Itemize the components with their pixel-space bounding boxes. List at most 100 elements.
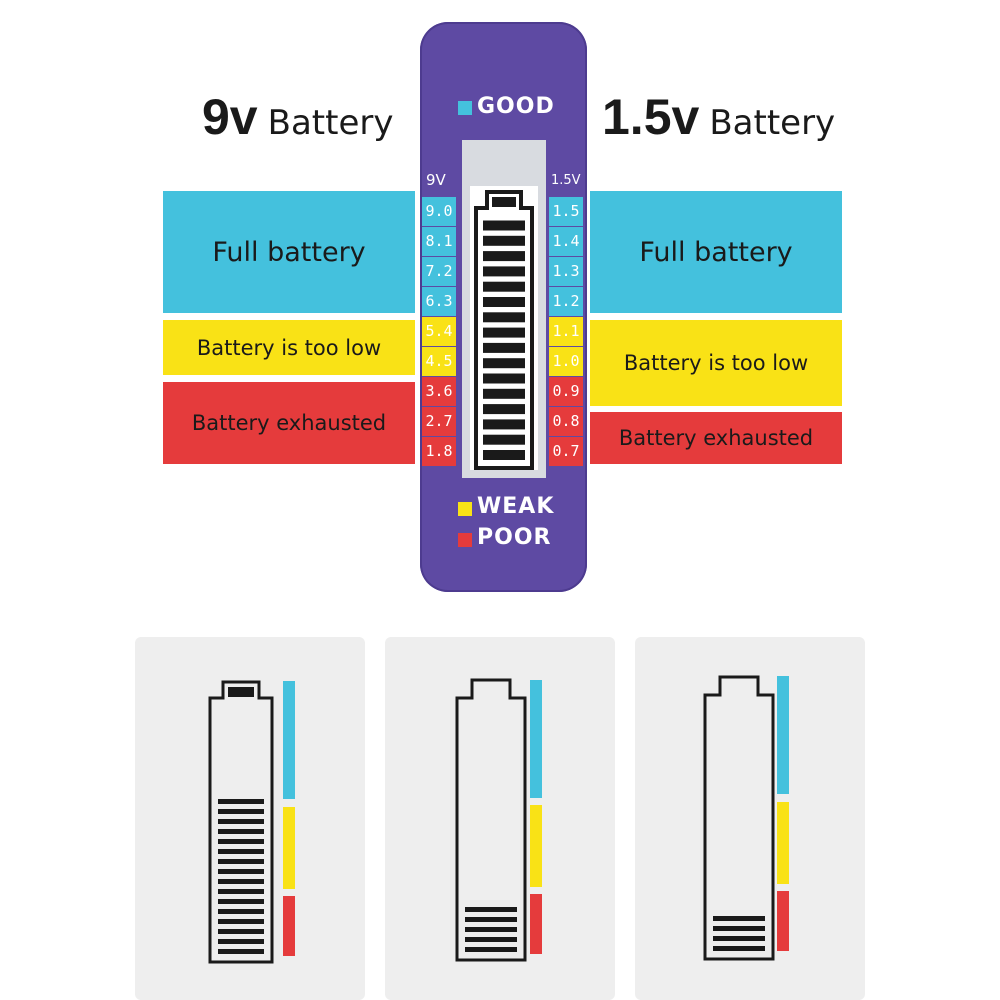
battery-segment [218,849,264,854]
right-band-low-label: Battery is too low [623,351,809,375]
battery-segment [218,839,264,844]
level-bar-poor [530,894,542,954]
battery-segment [483,419,525,430]
battery-segment [483,312,525,323]
title-1-5v-voltage: 1.5v [602,89,700,145]
battery-segment [713,946,765,951]
scale-9v-value: 2.7 [422,407,456,436]
weak-indicator-icon [458,502,472,516]
left-band-low: Battery is too low [163,320,415,375]
right-band-exhausted: Battery exhausted [590,412,842,464]
weak-label: WEAK [477,494,555,519]
battery-segment [483,358,525,369]
battery-segment [218,909,264,914]
scale-1-5v-value: 1.5 [549,197,583,226]
battery-segment [713,936,765,941]
battery-segment [483,342,525,353]
battery-segment [483,434,525,445]
example-card-full [135,637,365,1000]
scale-9v-value: 8.1 [422,227,456,256]
battery-segment [483,404,525,415]
scale-1-5v-value: 1.0 [549,347,583,376]
scale-1-5v-value: 1.2 [549,287,583,316]
scale-9v-header: 9V [426,171,446,189]
scale-1-5v-value: 1.1 [549,317,583,346]
scale-9v-value: 4.5 [422,347,456,376]
scale-1-5v-header: 1.5V [551,173,581,188]
battery-segment [218,869,264,874]
battery-segment [218,949,264,954]
scale-9v-value: 5.4 [422,317,456,346]
battery-segment [218,819,264,824]
scale-1-5v-value: 0.7 [549,437,583,466]
good-indicator-icon [458,101,472,115]
good-label: GOOD [477,94,555,119]
battery-segment [465,927,517,932]
left-band-exhausted-label: Battery exhausted [191,411,387,435]
battery-outline [208,680,274,964]
battery-segment [465,917,517,922]
battery-segment [218,799,264,804]
lcd-display [462,140,546,478]
battery-segment [218,899,264,904]
scale-1-5v-value: 0.8 [549,407,583,436]
level-bar-weak [777,802,789,884]
battery-segment [483,297,525,307]
left-band-full: Full battery [163,191,415,313]
level-bar-poor [777,891,789,951]
scale-1-5v-value: 1.4 [549,227,583,256]
left-band-low-label: Battery is too low [196,335,382,360]
battery-segment [483,373,525,384]
battery-segment [465,907,517,912]
right-band-exhausted-label: Battery exhausted [618,426,814,450]
level-bar-good [530,680,542,798]
battery-low-icon [455,678,527,962]
battery-segment [218,809,264,814]
battery-full-icon [208,680,274,964]
battery-segment [483,251,525,262]
battery-segment [713,916,765,921]
lcd-battery-icon [474,190,534,470]
left-band-full-label: Full battery [212,236,366,268]
battery-segment [483,220,525,231]
level-bar-good [777,676,789,794]
level-bar-weak [283,807,295,889]
battery-segment [483,235,525,246]
battery-segment [218,829,264,834]
scale-1-5v-value: 1.3 [549,257,583,286]
battery-segment [713,926,765,931]
level-bar-poor [283,896,295,956]
battery-segment [483,327,525,338]
battery-segment [483,450,525,460]
battery-cap-segment [228,687,254,697]
title-9v-battery: 9v Battery [202,88,393,148]
battery-outline [474,190,534,470]
battery-segment [218,919,264,924]
title-1-5v-battery: 1.5v Battery [602,88,835,148]
battery-outline [703,675,775,961]
scale-1-5v-value: 0.9 [549,377,583,406]
battery-segment [218,879,264,884]
battery-segment [483,388,525,399]
title-1-5v-word: Battery [709,103,836,143]
example-card-low [385,637,615,1000]
battery-segment [218,939,264,944]
left-band-exhausted: Battery exhausted [163,382,415,464]
scale-9v-value: 6.3 [422,287,456,316]
battery-exhausted-icon [703,675,775,961]
battery-outline [455,678,527,962]
battery-segment [483,281,525,292]
level-bar-weak [530,805,542,887]
title-9v-voltage: 9v [202,89,258,145]
right-band-full: Full battery [590,191,842,313]
right-band-full-label: Full battery [639,236,793,268]
battery-segment [465,937,517,942]
battery-segment [218,929,264,934]
poor-label: POOR [477,525,552,550]
battery-segment [483,266,525,277]
scale-9v-value: 9.0 [422,197,456,226]
battery-segment [465,947,517,952]
right-band-low: Battery is too low [590,320,842,406]
battery-cap-segment [492,197,516,207]
scale-9v-value: 7.2 [422,257,456,286]
